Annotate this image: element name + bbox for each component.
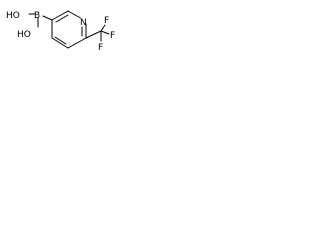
double-bond-c4-c3	[55, 14, 69, 23]
bond-ring-boron	[42, 15, 53, 21]
structure-diagram: N B HO HO F F F	[0, 0, 124, 69]
bond-c4-c3	[51, 10, 69, 21]
atom-n-label: N	[80, 18, 87, 28]
atom-f-bottom-label: F	[98, 43, 103, 53]
bond-c-f-top	[100, 24, 106, 32]
atom-ho-upper-label: HO	[6, 11, 20, 21]
atom-ho-lower-label: HO	[17, 30, 31, 40]
bond-c2-c1	[67, 37, 87, 49]
molecule-structure: N B HO HO F F F	[6, 10, 115, 53]
double-bond-c1-c5	[54, 36, 67, 45]
bond-c-f-right	[100, 30, 110, 35]
bond-ring-cf3	[85, 30, 102, 39]
bond-lines	[28, 10, 110, 49]
atom-f-right-label: F	[110, 31, 115, 41]
atom-b-label: B	[34, 11, 40, 21]
atom-f-top-label: F	[104, 16, 109, 26]
bond-c1-c5	[51, 37, 69, 49]
bond-c3-n	[67, 10, 81, 19]
